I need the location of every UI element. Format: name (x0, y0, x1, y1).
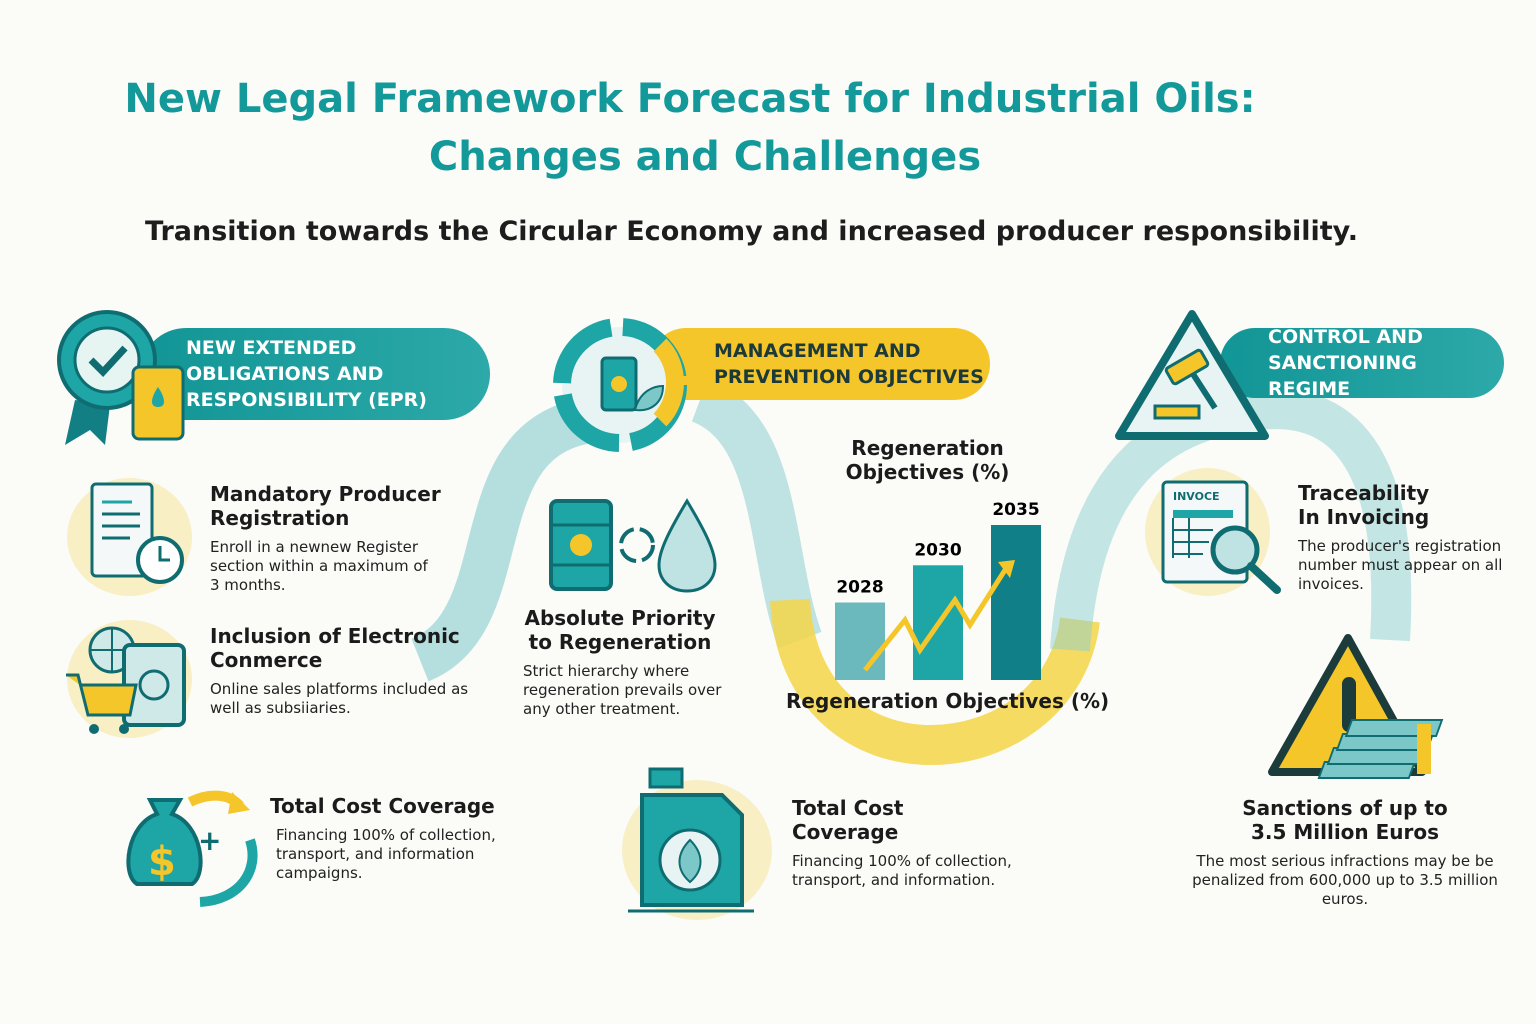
item-title: Total Cost Coverage (792, 796, 904, 844)
chart-tick-label: 2030 (914, 540, 961, 560)
title-line-1: New Legal Framework Forecast for Industr… (124, 76, 1256, 122)
title-line-2: Changes and Challenges (428, 134, 982, 180)
trend-arrow-head (998, 560, 1015, 578)
chart-xlabel: Regeneration Objectives (%) (786, 689, 1110, 713)
item-title: Inclusion of Electronic Conmerce (210, 624, 460, 672)
item-text: Online sales platforms included as well … (210, 680, 469, 717)
invoice-magnifier-icon: INVOCE (1161, 480, 1281, 594)
item-text: The producer's registration number must … (1298, 537, 1503, 593)
section-label: NEW EXTENDED OBLIGATIONS AND RESPONSIBIL… (186, 337, 427, 411)
barrel-cycle-drop-icon (549, 498, 717, 593)
section-label: CONTROL AND SANCTIONING REGIME (1268, 326, 1423, 400)
item-text: Strict hierarchy where regeneration prev… (523, 662, 722, 718)
section-epr-header: NEW EXTENDED OBLIGATIONS AND RESPONSIBIL… (140, 328, 490, 420)
invoice-label: INVOCE (1173, 490, 1220, 503)
chart-tick-label: 2028 (836, 578, 883, 598)
section-label: MANAGEMENT AND PREVENTION OBJECTIVES (714, 340, 984, 388)
item-title: Total Cost Coverage (270, 794, 495, 818)
item-title: Mandatory Producer Registration (210, 482, 441, 530)
section-management-header: MANAGEMENT AND PREVENTION OBJECTIVES (650, 328, 990, 400)
registration-document-clock-icon (90, 482, 184, 584)
chart-title: Regeneration Objectives (%) (845, 436, 1010, 484)
svg-text:+: + (198, 824, 221, 857)
chart-tick-label: 2035 (992, 500, 1039, 520)
recycle-barrel-icon (553, 318, 687, 452)
section-control-header: CONTROL AND SANCTIONING REGIME (1220, 326, 1504, 400)
chart-bar-2035 (991, 525, 1041, 680)
page-title: New Legal Framework Forecast for Industr… (0, 70, 1380, 186)
svg-text:$: $ (148, 839, 176, 885)
regeneration-bar-chart: 2028 2030 2035 (835, 500, 1041, 680)
warning-money-icon (1268, 634, 1444, 779)
item-text: Financing 100% of collection, transport,… (792, 852, 1012, 889)
subtitle: Transition towards the Circular Economy … (145, 216, 1359, 247)
ecommerce-cart-globe-icon (66, 626, 186, 734)
gavel-warning-icon (1115, 310, 1269, 440)
oil-canister-leaf-icon (628, 767, 754, 913)
item-title: Sanctions of up to 3.5 Million Euros (1242, 796, 1448, 844)
trend-arrow (863, 568, 1008, 672)
money-bag-cycle-icon: $ + (126, 790, 258, 907)
chart-bar-2028 (835, 602, 885, 680)
item-title: Absolute Priority to Regeneration (524, 606, 716, 654)
badge-barrel-icon (57, 310, 185, 445)
item-text: Financing 100% of collection, transport,… (276, 826, 496, 882)
item-title: Traceability In Invoicing (1298, 481, 1430, 529)
item-text: The most serious infractions may be be p… (1192, 852, 1498, 908)
item-text: Enroll in a newnew Register section with… (210, 538, 428, 594)
